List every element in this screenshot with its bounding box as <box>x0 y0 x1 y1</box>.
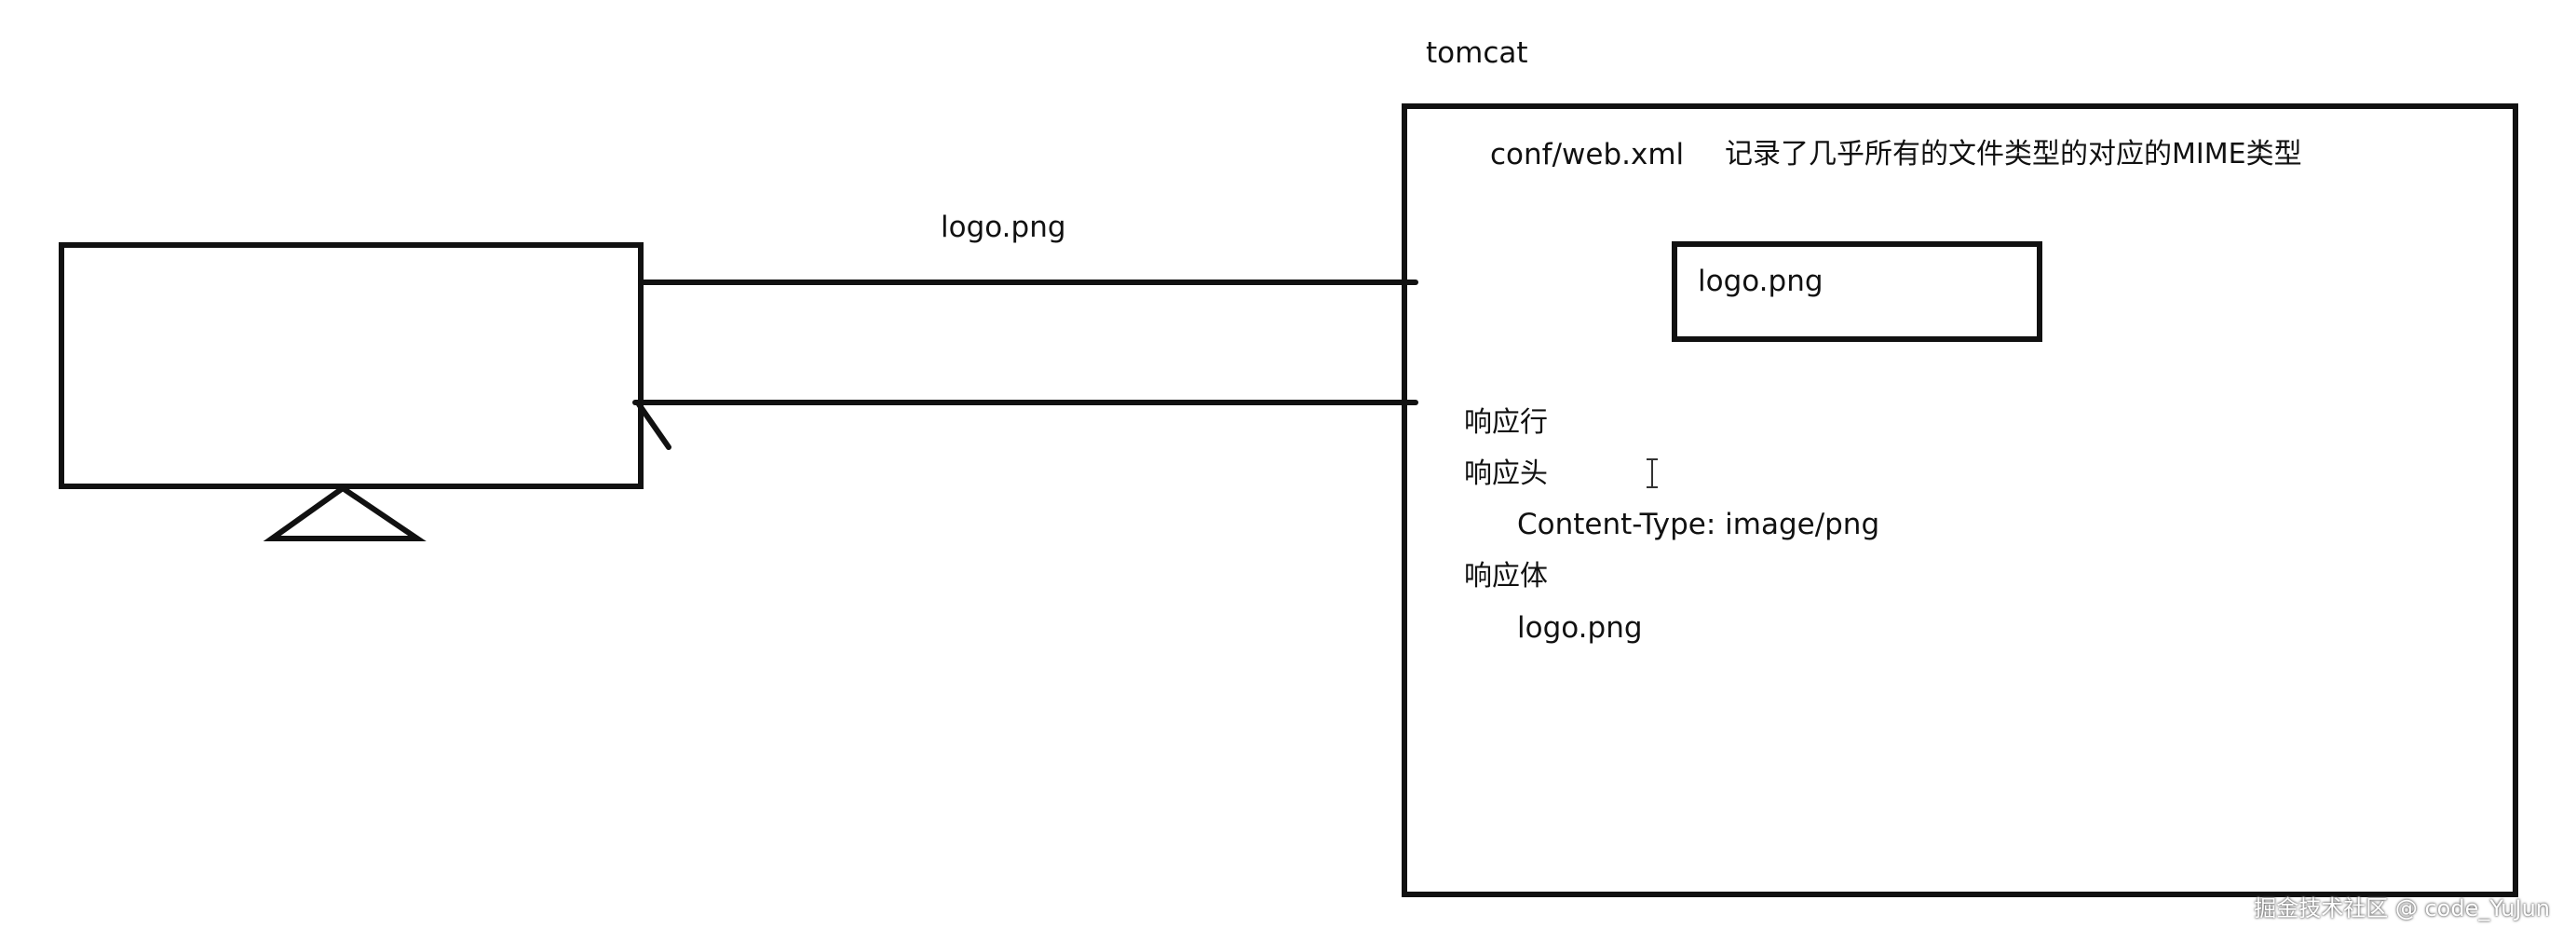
resource-box-label: logo.png <box>1698 265 1824 298</box>
response-header-label: 响应头 <box>1464 457 1548 490</box>
watermark: 掘金技术社区 @ code_YuJun <box>2254 895 2550 921</box>
resource-file-box <box>1672 241 2042 342</box>
config-note-label: 记录了几乎所有的文件类型的对应的MIME类型 <box>1725 138 2302 170</box>
response-arrowhead <box>636 402 671 450</box>
response-body-label: 响应体 <box>1464 560 1548 593</box>
client-monitor-screen <box>59 242 644 489</box>
client-monitor-stand <box>263 484 427 541</box>
tomcat-server-box <box>1402 103 2518 897</box>
request-resource-label: logo.png <box>941 211 1066 244</box>
content-type-label: Content-Type: image/png <box>1517 508 1880 541</box>
config-file-label: conf/web.xml <box>1490 138 1685 171</box>
response-line-label: 响应行 <box>1464 406 1548 439</box>
text-cursor-icon <box>1647 458 1658 488</box>
body-content-label: logo.png <box>1517 611 1643 645</box>
server-name-label: tomcat <box>1426 36 1528 70</box>
